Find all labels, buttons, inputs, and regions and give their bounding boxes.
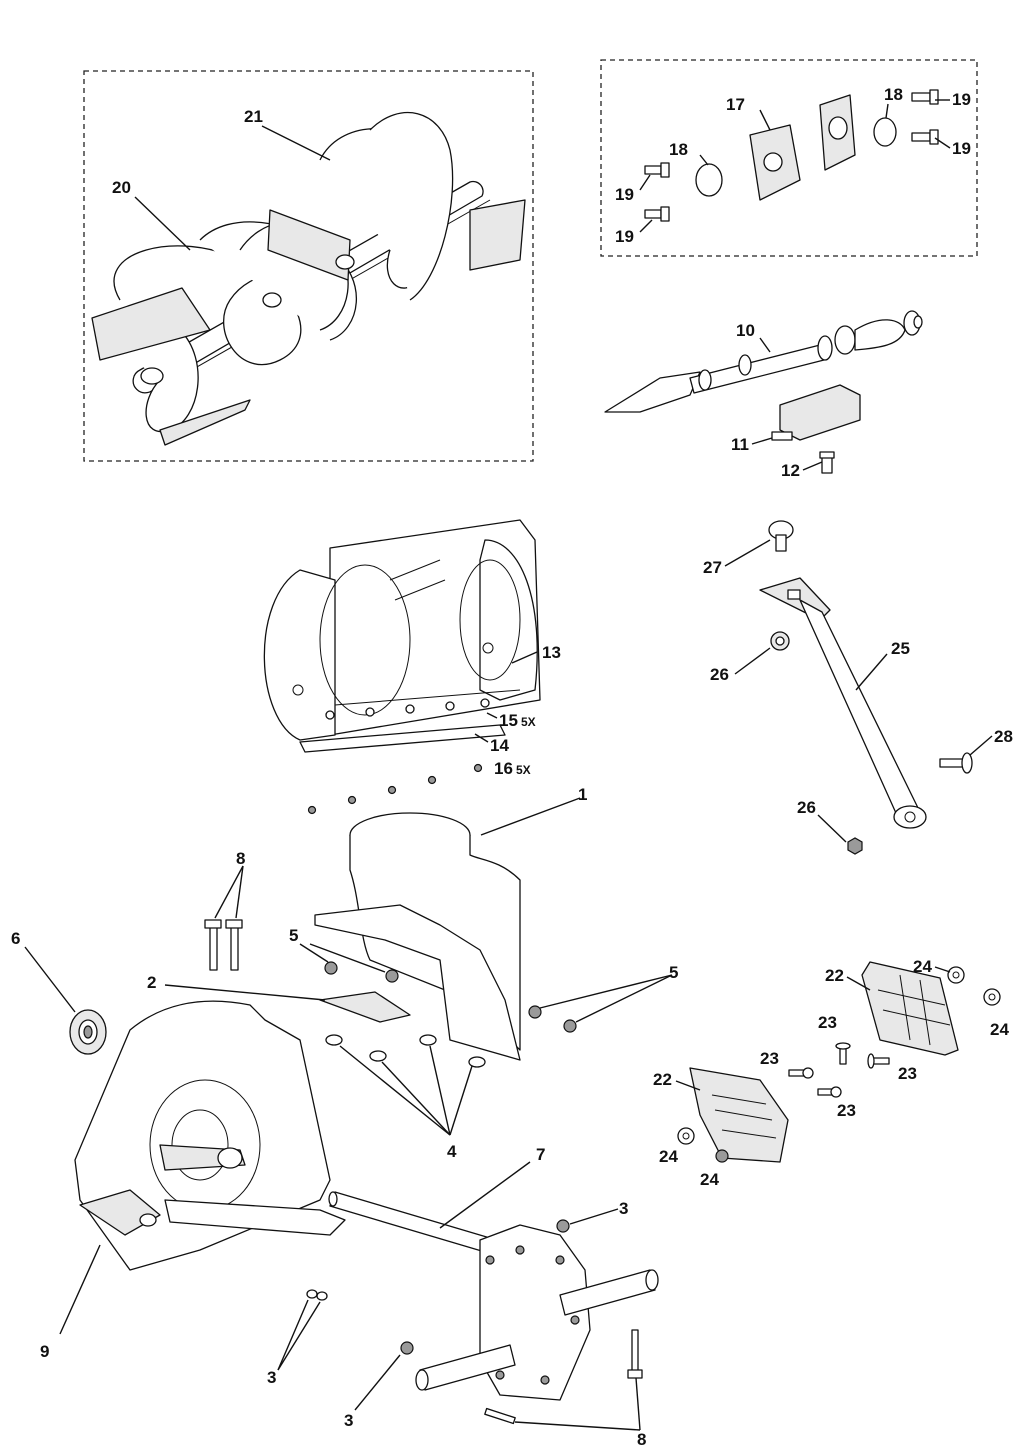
label-12: 12 <box>781 461 800 480</box>
skid-shoes <box>677 961 1001 1163</box>
chute-rod-assembly <box>759 520 973 855</box>
label-10: 10 <box>736 321 755 340</box>
label-23-right: 23 <box>898 1064 917 1083</box>
label-3-bottom: 3 <box>344 1411 353 1430</box>
bearing-parts <box>644 89 939 222</box>
label-16: 16 <box>494 759 513 778</box>
bolts-8-lower <box>484 1329 643 1425</box>
label-16-qty: 5X <box>516 763 531 777</box>
auger-group-box <box>83 70 534 462</box>
label-3-left: 3 <box>267 1368 276 1387</box>
label-26-upper: 26 <box>710 665 729 684</box>
label-5-right: 5 <box>669 963 678 982</box>
bearing-group-box <box>600 59 978 257</box>
label-23-left: 23 <box>760 1049 779 1068</box>
label-27: 27 <box>703 558 722 577</box>
chute-crank-assembly <box>604 310 923 474</box>
auger-shaft-gearbox <box>328 1191 659 1401</box>
label-9: 9 <box>40 1342 49 1361</box>
label-4: 4 <box>447 1142 457 1161</box>
label-11: 11 <box>731 435 749 454</box>
label-18-left: 18 <box>669 140 688 159</box>
label-22-left: 22 <box>653 1070 672 1089</box>
label-28: 28 <box>994 727 1013 746</box>
bearing-6 <box>69 1009 107 1055</box>
label-19-top-right: 19 <box>952 90 971 109</box>
impeller-housing <box>314 812 577 1068</box>
label-8-upper: 8 <box>236 849 245 868</box>
label-13: 13 <box>542 643 561 662</box>
label-19-left: 19 <box>615 185 634 204</box>
label-7: 7 <box>536 1145 545 1164</box>
label-8-lower: 8 <box>637 1430 646 1448</box>
label-15-qty: 5X <box>521 715 536 729</box>
label-15: 15 <box>499 711 518 730</box>
label-1: 1 <box>578 785 587 804</box>
bolts-8-upper <box>204 919 243 971</box>
label-18-right: 18 <box>884 85 903 104</box>
label-5-left: 5 <box>289 926 298 945</box>
label-25: 25 <box>891 639 910 658</box>
label-21: 21 <box>244 107 263 126</box>
label-23-top: 23 <box>818 1013 837 1032</box>
label-6: 6 <box>11 929 20 948</box>
label-24-bottom: 24 <box>700 1170 719 1189</box>
label-19-bottom-left: 19 <box>615 227 634 246</box>
label-17: 17 <box>726 95 745 114</box>
label-24-left: 24 <box>659 1147 678 1166</box>
label-2: 2 <box>147 973 156 992</box>
label-23-bottom: 23 <box>837 1101 856 1120</box>
label-26-lower: 26 <box>797 798 816 817</box>
label-24-right: 24 <box>990 1020 1009 1039</box>
auger-housing <box>263 519 541 815</box>
label-24-top: 24 <box>913 957 932 976</box>
label-19-right: 19 <box>952 139 971 158</box>
label-20: 20 <box>112 178 131 197</box>
label-14: 14 <box>490 736 509 755</box>
bolts-3 <box>306 1219 570 1355</box>
label-22-right: 22 <box>825 966 844 985</box>
gear-housing <box>74 1000 346 1271</box>
label-3-right: 3 <box>619 1199 628 1218</box>
auger-assembly <box>91 111 526 446</box>
